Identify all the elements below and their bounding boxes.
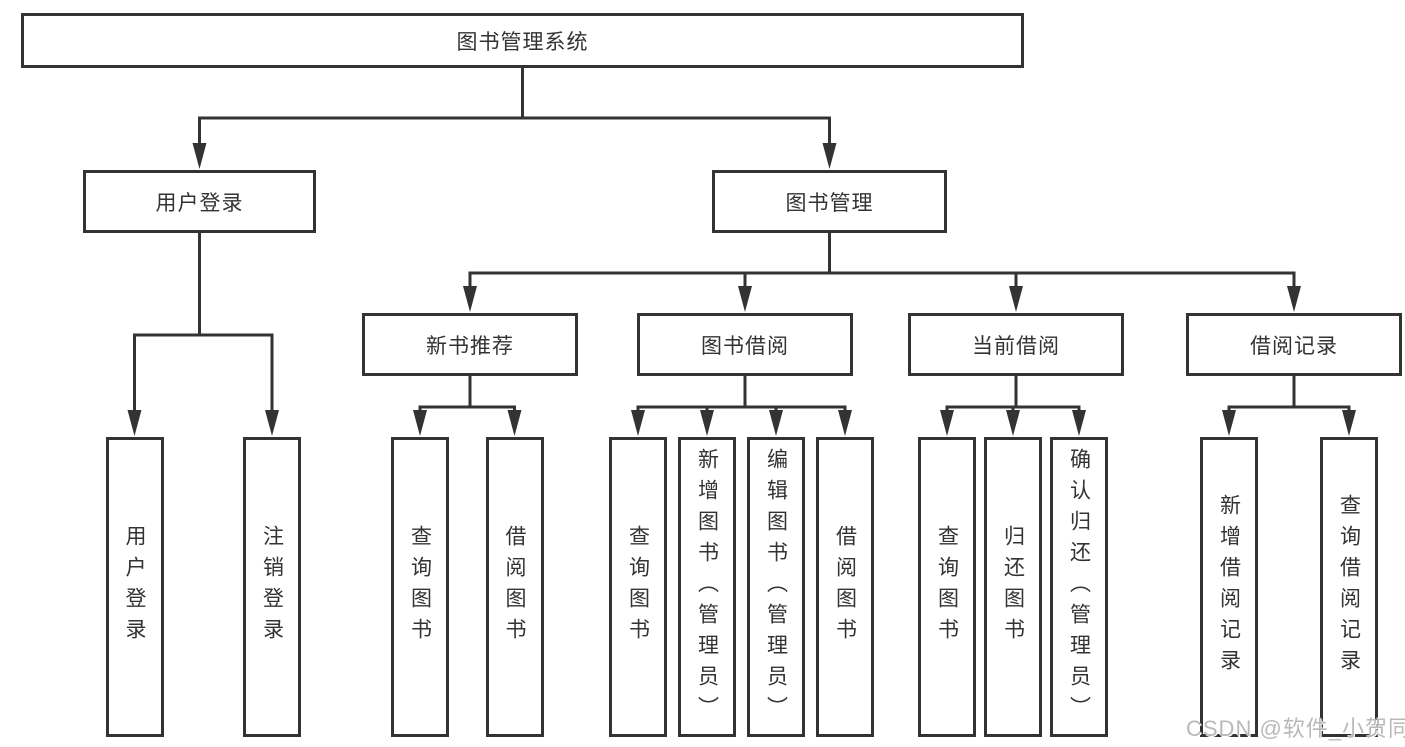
connector-user-login-to-leaves <box>127 231 279 436</box>
arrow-down-icon <box>507 410 522 436</box>
leaf-user-login: 用户登录 <box>105 437 164 737</box>
arrow-down-icon <box>1006 410 1020 436</box>
arrow-down-icon <box>1222 410 1236 436</box>
leaf-add-books-admin: 新增图书（管理员） <box>678 437 736 737</box>
leaf-borrow-books-borrowing: 借阅图书 <box>816 437 874 737</box>
arrow-down-icon <box>265 410 279 436</box>
csdn-watermark: CSDN @软件_小贺同学 <box>1186 716 1405 741</box>
arrow-down-icon <box>1072 410 1086 436</box>
arrow-down-icon <box>700 410 714 436</box>
leaf-confirm-return-admin: 确认归还（管理员） <box>1050 437 1108 737</box>
leaf-query-books-current: 查询图书 <box>918 437 976 737</box>
node-user-login: 用户登录 <box>83 170 316 233</box>
arrow-down-icon <box>192 143 207 169</box>
arrow-down-icon <box>413 410 427 436</box>
node-book-borrowing: 图书借阅 <box>637 313 853 376</box>
leaf-query-books-borrowing: 查询图书 <box>609 437 667 737</box>
connector-book-borrowing-to-leaves <box>631 374 852 436</box>
arrow-down-icon <box>822 143 837 169</box>
connector-current-borrowing-to-leaves <box>940 374 1086 436</box>
node-book-management: 图书管理 <box>712 170 947 233</box>
leaf-logout: 注销登录 <box>243 437 301 737</box>
connector-root-to-level2 <box>192 66 837 169</box>
node-current-borrowing: 当前借阅 <box>908 313 1124 376</box>
arrow-down-icon <box>1287 286 1301 312</box>
arrow-down-icon <box>1342 410 1356 436</box>
node-borrowing-records: 借阅记录 <box>1186 313 1402 376</box>
connector-borrowing-records-to-leaves <box>1222 374 1356 436</box>
leaf-return-books: 归还图书 <box>984 437 1042 737</box>
node-new-book-recommendation: 新书推荐 <box>362 313 578 376</box>
leaf-borrow-books-recommend: 借阅图书 <box>485 437 544 737</box>
arrow-down-icon <box>631 410 645 436</box>
connector-book-management-to-level3 <box>463 231 1301 312</box>
leaf-add-borrow-record: 新增借阅记录 <box>1200 437 1258 737</box>
connector-new-book-recommendation-to-leaves <box>413 374 522 436</box>
arrow-down-icon <box>738 286 752 312</box>
leaf-query-borrow-record: 查询借阅记录 <box>1320 437 1378 737</box>
arrow-down-icon <box>127 410 142 436</box>
leaf-edit-books-admin: 编辑图书（管理员） <box>747 437 805 737</box>
leaf-query-books-recommend: 查询图书 <box>391 437 449 737</box>
arrow-down-icon <box>463 286 477 312</box>
arrow-down-icon <box>940 410 954 436</box>
arrow-down-icon <box>769 410 783 436</box>
node-book-management-system: 图书管理系统 <box>21 13 1024 68</box>
arrow-down-icon <box>838 410 852 436</box>
arrow-down-icon <box>1009 286 1023 312</box>
